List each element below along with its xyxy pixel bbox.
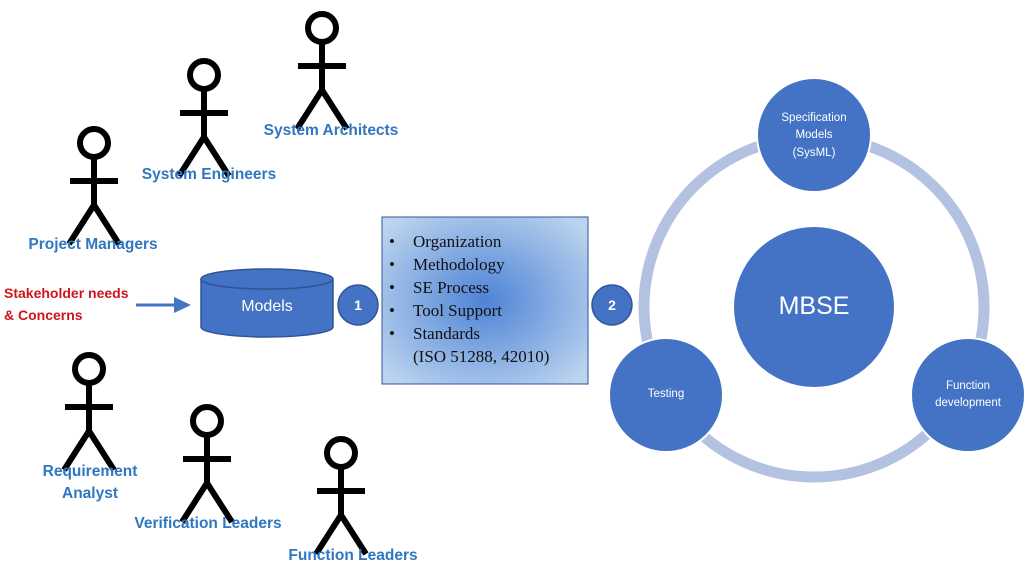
label-project-managers: Project Managers: [28, 236, 158, 253]
stakeholder-needs-line-1: Stakeholder needs: [4, 285, 129, 301]
specification-models-node: [756, 77, 872, 193]
step-2-number: 2: [608, 297, 616, 313]
testing-label: Testing: [616, 386, 716, 403]
specification-models-line-2: Models: [795, 129, 833, 142]
label-function-leaders: Function Leaders: [288, 547, 418, 564]
mbse-center-label: MBSE: [778, 292, 850, 320]
system-architect-figure-icon: [297, 14, 347, 129]
mbse-center-node: [734, 227, 894, 387]
specification-models-line-1: Specification: [781, 112, 847, 124]
framework-item-organization: Organization: [382, 231, 588, 254]
label-verification-leaders: Verification Leaders: [134, 515, 282, 532]
function-development-line-1: Function: [945, 380, 991, 392]
framework-list: Organization Methodology SE Process Tool…: [382, 217, 588, 384]
label-requirement-analyst: Requirement Analyst: [20, 461, 160, 506]
specification-models-label: Specification Models (SysML): [764, 110, 864, 162]
project-manager-figure-icon: [69, 129, 119, 244]
framework-item-se-process: SE Process: [382, 277, 588, 300]
testing-line-1: Testing: [647, 388, 685, 400]
models-label: Models: [241, 298, 293, 315]
step-1-number: 1: [354, 297, 362, 313]
stakeholder-needs-line-2: & Concerns: [4, 306, 83, 323]
function-leader-figure-icon: [316, 439, 366, 554]
models-database: [200, 268, 334, 338]
function-development-node: [910, 337, 1024, 453]
label-system-engineers: System Engineers: [141, 166, 277, 183]
framework-item-tool-support: Tool Support: [382, 300, 588, 323]
framework-item-standards: Standards: [382, 323, 588, 346]
framework-item-methodology: Methodology: [382, 254, 588, 277]
stakeholder-needs-label: Stakeholder needs & Concerns: [4, 283, 129, 326]
label-system-architects: System Architects: [263, 122, 399, 139]
step-1-badge: [337, 284, 379, 326]
specification-models-line-3: (SysML): [792, 146, 836, 159]
step-2-badge: [591, 284, 633, 326]
testing-node: [608, 337, 724, 453]
system-engineer-figure-icon: [179, 61, 229, 176]
framework-standards-detail: (ISO 51288, 42010): [413, 346, 550, 366]
input-arrow-head: [174, 297, 191, 313]
verification-leader-figure-icon: [182, 407, 232, 522]
function-development-label: Function development: [918, 378, 1018, 413]
label-requirement-analyst-text: Requirement Analyst: [42, 463, 138, 503]
requirement-analyst-figure-icon: [64, 355, 114, 470]
function-development-line-2: development: [935, 397, 1001, 410]
